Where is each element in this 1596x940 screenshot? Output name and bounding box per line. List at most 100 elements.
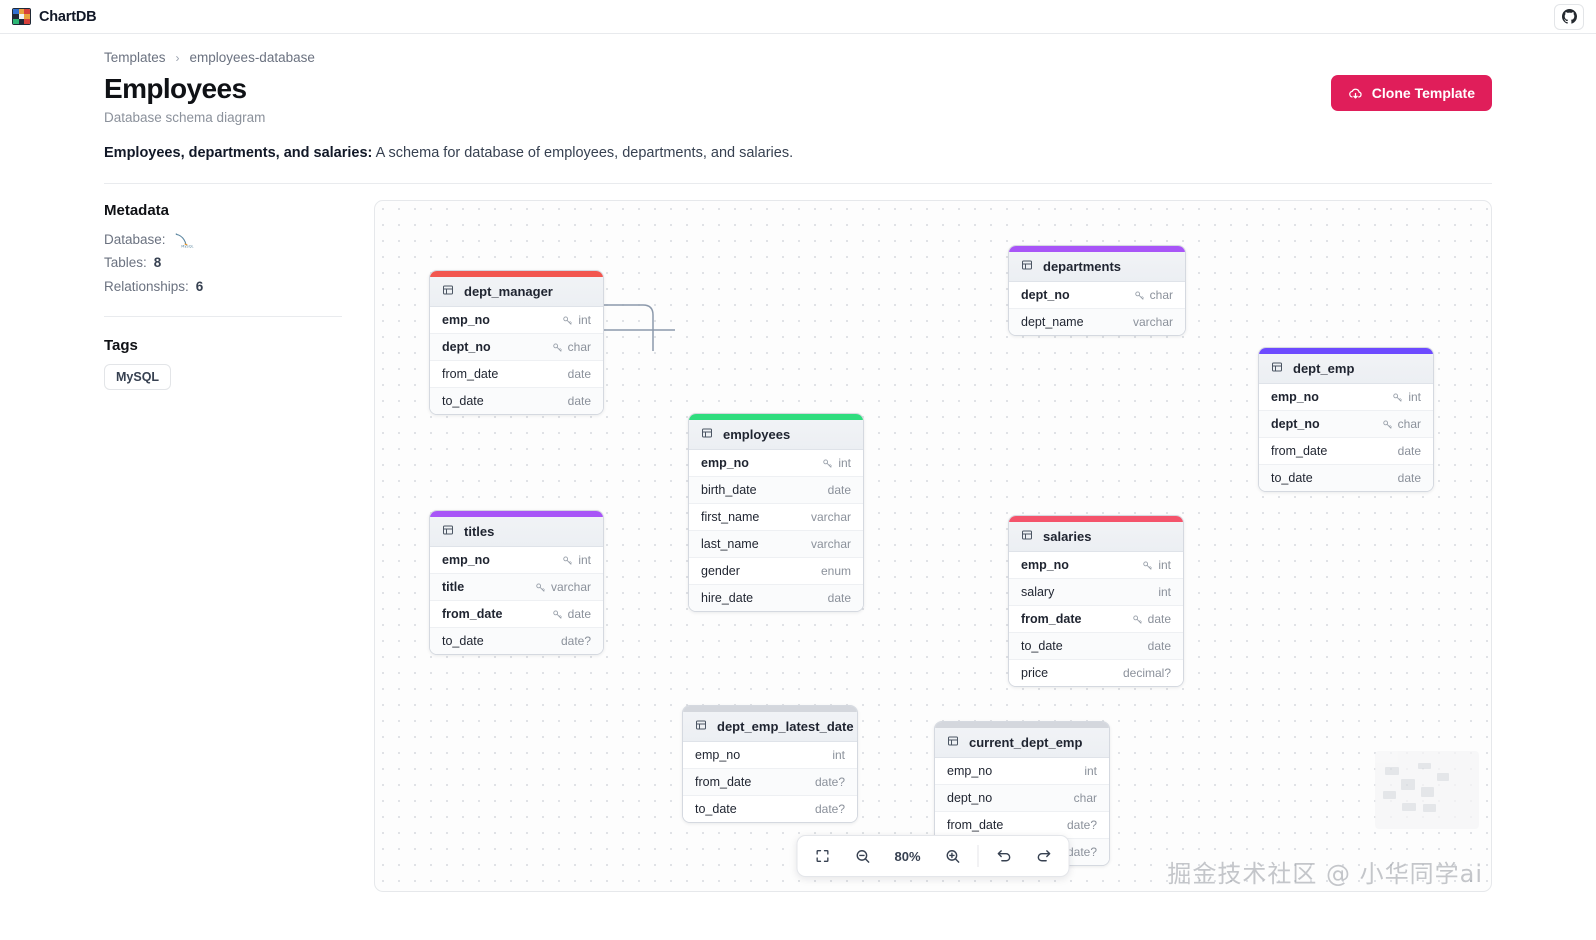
table-header[interactable]: dept_emp: [1259, 354, 1433, 385]
primary-key-icon: [1134, 291, 1144, 300]
metadata-value-tables: 8: [153, 255, 162, 271]
field-type-label: varchar: [810, 537, 851, 552]
zoom-level-label[interactable]: 80%: [894, 848, 921, 864]
field-type: date: [1132, 612, 1171, 626]
canvas-minimap[interactable]: [1375, 751, 1479, 830]
field-type: date: [1398, 444, 1421, 458]
fit-view-button[interactable]: [804, 839, 842, 873]
field-type: char: [1134, 288, 1173, 302]
table-field-row[interactable]: salary int: [1009, 579, 1183, 607]
table-name: departments: [1043, 259, 1122, 275]
table-icon: [696, 720, 706, 730]
table-header[interactable]: salaries: [1009, 522, 1183, 553]
field-name: birth_date: [701, 483, 757, 498]
brand[interactable]: ChartDB: [12, 8, 97, 25]
chartdb-logo-icon: [12, 8, 31, 25]
relationship-edges: [604, 304, 675, 352]
field-name: salary: [1021, 585, 1055, 600]
field-type-label: date: [1397, 444, 1421, 459]
table-header[interactable]: employees: [689, 420, 863, 451]
field-type-label: int: [838, 456, 851, 471]
table-header[interactable]: departments: [1009, 252, 1185, 283]
primary-key-icon: [536, 583, 545, 592]
field-type-label: int: [832, 748, 845, 763]
page-title: Employees: [104, 73, 247, 104]
table-icon-wrap: [442, 284, 454, 299]
table-icon-wrap: [1271, 361, 1283, 376]
field-name: price: [1021, 666, 1049, 681]
table-icon: [443, 525, 453, 535]
field-name: dept_no: [1271, 417, 1320, 432]
field-name: emp_no: [947, 764, 993, 779]
brand-name: ChartDB: [39, 8, 97, 25]
tag-mysql[interactable]: MySQL: [104, 363, 172, 390]
primary-key-icon: [552, 343, 562, 352]
field-name: from_date: [695, 775, 752, 790]
field-name: from_date: [947, 818, 1004, 833]
table-accent-bar: [430, 511, 603, 518]
zoom-in-button[interactable]: [934, 839, 972, 873]
field-name: to_date: [1021, 639, 1063, 654]
table-name: dept_manager: [464, 284, 553, 300]
clone-template-button[interactable]: Clone Template: [1330, 75, 1492, 111]
edge-deptmanager-employees: [604, 304, 654, 352]
field-type-label: varchar: [1132, 315, 1173, 330]
field-type: char: [552, 340, 591, 354]
field-type-label: date: [567, 394, 591, 409]
table-field-row[interactable]: from_date date?: [683, 769, 857, 797]
page-subtitle: Database schema diagram: [104, 110, 266, 126]
field-type: enum: [821, 564, 851, 578]
breadcrumb-templates[interactable]: Templates: [104, 50, 166, 65]
table-header[interactable]: dept_emp_latest_date: [683, 712, 857, 743]
field-type: int: [1158, 585, 1171, 599]
table-name: salaries: [1043, 529, 1092, 545]
title-row: Employees Database schema diagram Clone …: [104, 73, 1492, 125]
zoom-out-button[interactable]: [844, 839, 882, 873]
table-header[interactable]: current_dept_emp: [935, 728, 1109, 759]
field-type-label: date?: [814, 775, 845, 790]
redo-button[interactable]: [1025, 839, 1063, 873]
primary-key-icon: [823, 459, 833, 468]
table-header[interactable]: dept_manager: [430, 277, 603, 308]
table-header[interactable]: titles: [430, 517, 603, 548]
field-type-label: char: [1073, 791, 1097, 806]
undo-button[interactable]: [985, 839, 1023, 873]
github-link-button[interactable]: [1554, 3, 1584, 30]
